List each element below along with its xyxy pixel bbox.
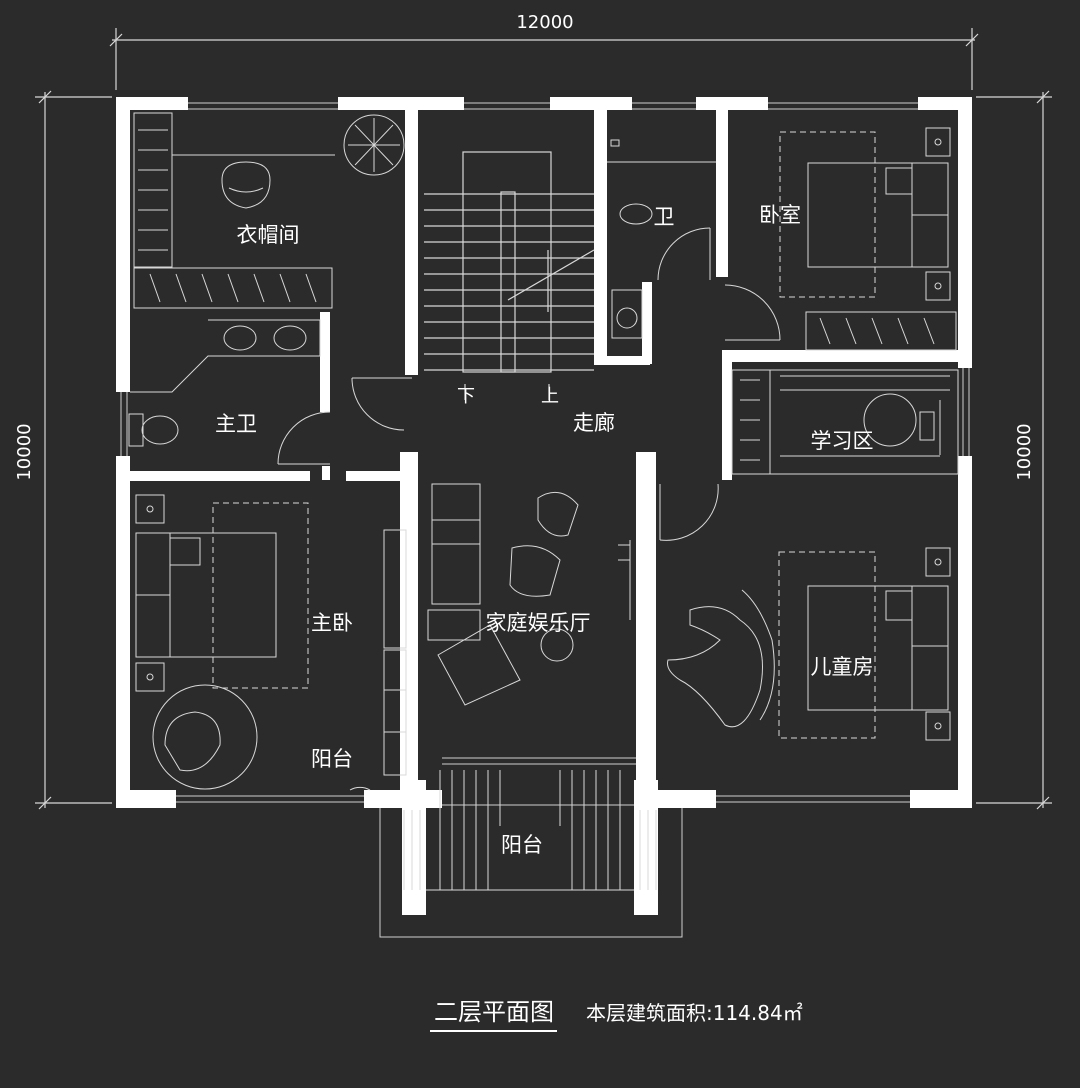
plan-title: 二层平面图	[434, 998, 554, 1026]
master-bedroom-furniture	[135, 494, 407, 791]
room-label-family-room: 家庭娱乐厅	[486, 611, 591, 635]
bedroom-furniture	[724, 127, 957, 351]
corridor-door	[351, 377, 412, 431]
family-room-furniture	[427, 483, 631, 706]
stair-down-label: 下	[457, 386, 475, 407]
bathroom-fixtures	[607, 139, 716, 339]
room-label-front-balcony: 阳台	[501, 833, 543, 857]
dimension-lines	[35, 28, 1052, 810]
window-lines	[120, 102, 970, 938]
room-label-kids-room: 儿童房	[811, 655, 874, 679]
left-depth-dimension-label: 10000	[14, 423, 35, 480]
room-label-master-bath: 主卫	[215, 412, 257, 436]
room-label-master-bedroom: 主卧	[311, 611, 353, 635]
closet-furniture	[133, 112, 405, 309]
room-label-bedroom: 卧室	[759, 203, 801, 227]
staircase	[424, 151, 595, 400]
room-label-bathroom: 卫	[654, 205, 675, 229]
room-label-corridor: 走廊	[573, 411, 615, 435]
room-label-closet: 衣帽间	[237, 223, 300, 247]
width-dimension-label: 12000	[516, 12, 573, 33]
master-bath-fixtures	[128, 319, 331, 465]
room-label-master-balcony: 阳台	[311, 747, 353, 771]
room-label-study: 学习区	[811, 429, 874, 453]
right-depth-dimension-label: 10000	[1014, 423, 1035, 480]
walls	[116, 97, 972, 915]
kids-room-furniture	[667, 547, 951, 741]
study-furniture	[659, 369, 959, 541]
front-balcony-floor	[403, 770, 657, 891]
floor-area-label: 本层建筑面积:114.84㎡	[586, 1001, 803, 1025]
stair-up-label: 上	[541, 386, 559, 407]
